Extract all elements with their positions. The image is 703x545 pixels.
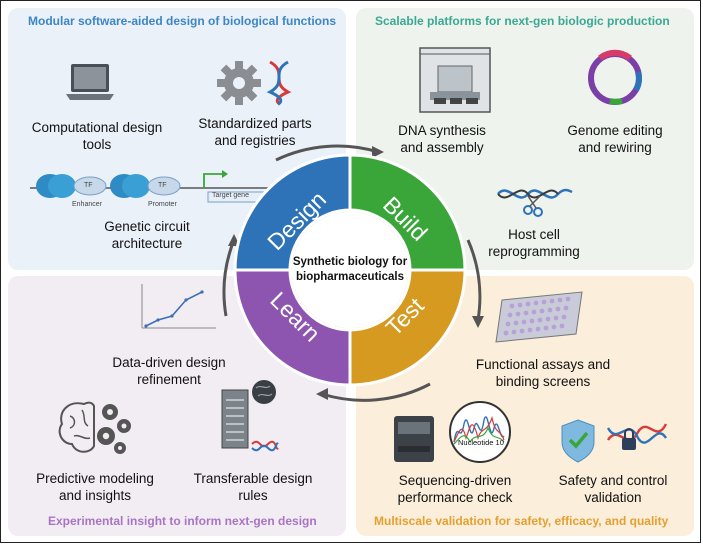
design-segment (233, 153, 352, 272)
label-line: Standardized parts (198, 116, 312, 131)
genetic-circuit-diagram (30, 170, 278, 203)
label-line: reprogramming (488, 244, 580, 259)
dna-scissors-icon (497, 188, 573, 217)
build-quadrant-title: Scalable platforms for next-gen biologic… (375, 14, 670, 28)
learn-quadrant-title: Experimental insight to inform next-gen … (48, 514, 317, 528)
label-line: Data-driven design (112, 355, 226, 370)
label-line: rules (238, 488, 268, 503)
cycle-center-line1: Synthetic biology for (292, 256, 408, 268)
label-line: Genome editing (567, 123, 663, 138)
label-line: Transferable design (193, 471, 313, 486)
data-driven-label: Data-driven design refinement (94, 354, 244, 388)
dna-synthesizer-icon (419, 47, 491, 113)
gear-icon (217, 61, 261, 105)
label-line: performance check (397, 490, 513, 505)
nucleotide-label: Nucleotide 10 (458, 438, 504, 447)
promoter-label: Promoter (148, 201, 177, 208)
cycle-center-line2: biopharmaceuticals (295, 271, 404, 283)
label-line: and rewiring (578, 140, 652, 155)
label-line: Genetic circuit (104, 219, 190, 234)
label-line: architecture (111, 236, 183, 251)
label-line: and assembly (400, 140, 484, 155)
label-line: refinement (137, 372, 201, 387)
functional-assays-label: Functional assays and binding screens (458, 356, 628, 390)
label-line: Sequencing-driven (398, 473, 512, 488)
label-line: Predictive modeling (36, 471, 154, 486)
shield-lock-icon (561, 419, 668, 463)
tf-label-1: TF (84, 182, 93, 189)
line-chart-icon (141, 284, 216, 329)
label-line: binding screens (495, 374, 591, 389)
host-cell-label: Host cell reprogramming (474, 226, 594, 260)
label-line: DNA synthesis (398, 123, 486, 138)
server-globe-icon (221, 380, 279, 452)
label-line: Functional assays and (475, 357, 611, 372)
design-quadrant-title: Modular software-aided design of biologi… (28, 14, 337, 28)
cycle-center-title: Synthetic biology for biopharmaceuticals (280, 255, 420, 285)
safety-label: Safety and control validation (542, 472, 684, 506)
label-line: Computational design (31, 120, 163, 135)
dna-helix-icon (266, 60, 292, 106)
computational-design-label: Computational design tools (22, 119, 172, 153)
brain-gears-icon (58, 401, 131, 454)
label-line: validation (584, 490, 642, 505)
target-gene-label: Target gene (212, 192, 249, 199)
enhancer-label: Enhancer (72, 201, 102, 208)
genome-editing-label: Genome editing and rewiring (550, 122, 680, 156)
label-line: and insights (58, 488, 132, 503)
standardized-parts-label: Standardized parts and registries (180, 115, 330, 149)
label-line: tools (82, 137, 112, 152)
dna-synthesis-label: DNA synthesis and assembly (382, 122, 502, 156)
learn-segment (233, 268, 352, 387)
label-line: Safety and control (558, 473, 668, 488)
well-plate-icon (495, 291, 583, 343)
plasmid-icon (588, 49, 642, 105)
sequencing-label: Sequencing-driven performance check (380, 472, 530, 506)
cycle-arrows (222, 144, 484, 402)
build-segment (348, 153, 467, 272)
predictive-modeling-label: Predictive modeling and insights (20, 470, 170, 504)
laptop-icon (66, 64, 114, 100)
label-line: and registries (214, 133, 296, 148)
test-segment (348, 268, 467, 387)
genetic-circuit-label: Genetic circuit architecture (72, 218, 222, 252)
test-quadrant-title: Multiscale validation for safety, effica… (374, 514, 669, 528)
label-line: Host cell (508, 227, 560, 242)
tf-label-2: TF (158, 182, 167, 189)
transferable-rules-label: Transferable design rules (178, 470, 328, 504)
sequencer-icon (394, 401, 511, 463)
